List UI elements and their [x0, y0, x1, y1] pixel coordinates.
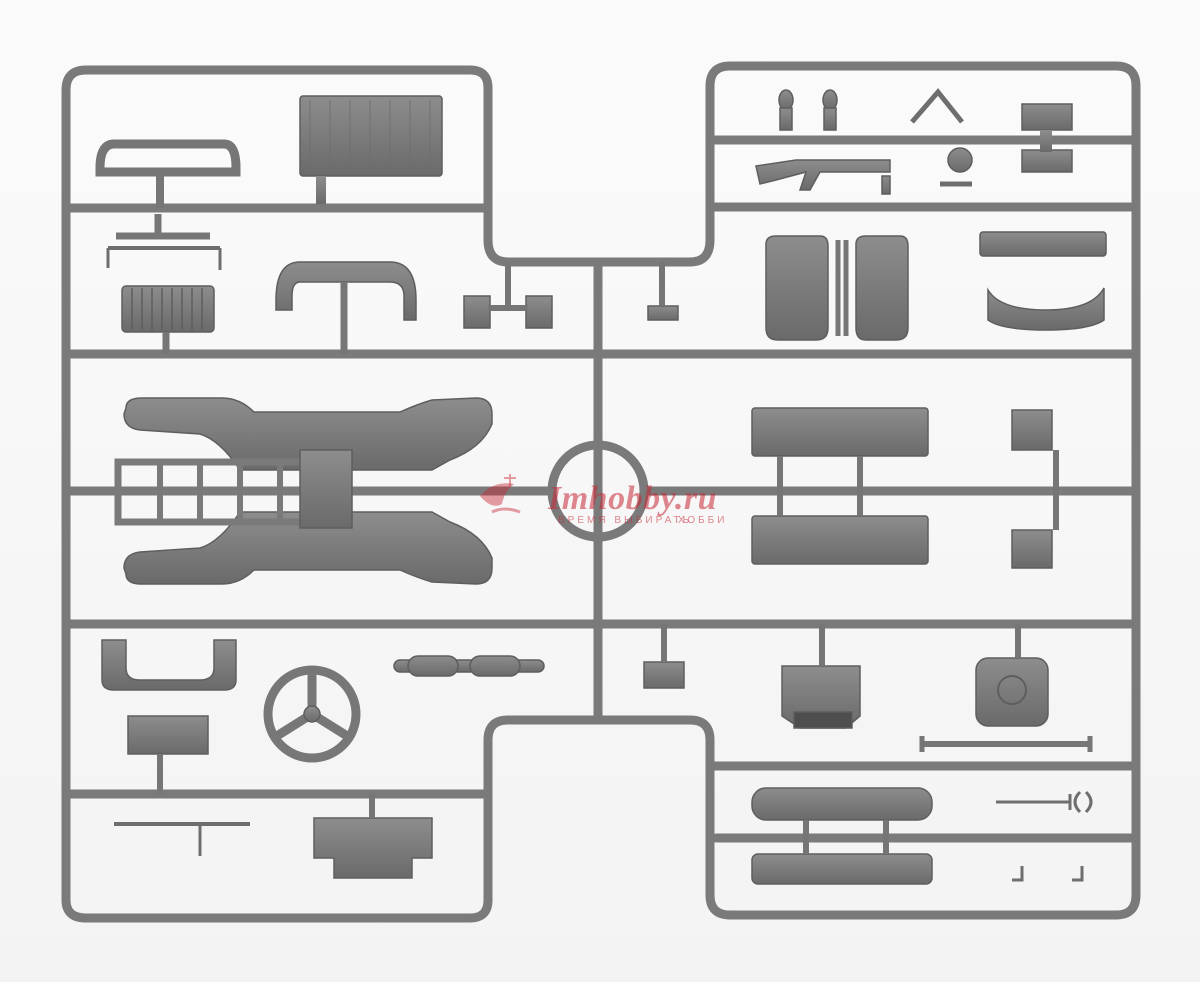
- parts-lower-left: [101, 639, 545, 879]
- watermark-logo-icon: [480, 474, 521, 514]
- watermark-tagline-right: ХОББИ: [678, 515, 728, 526]
- running-boards: [751, 407, 1059, 569]
- chassis-part: [114, 397, 493, 585]
- parts-upper-right: [647, 88, 1107, 341]
- sprue-ring: [547, 440, 649, 542]
- parts-lower-right: [643, 624, 1093, 885]
- watermark-tagline-left: ВРЕМЯ ВЫБИРАТЬ: [558, 515, 693, 526]
- watermark-site: Imhobby.ru: [548, 480, 718, 517]
- parts-upper-left: [95, 95, 553, 354]
- sprue-runners: [61, 61, 1141, 923]
